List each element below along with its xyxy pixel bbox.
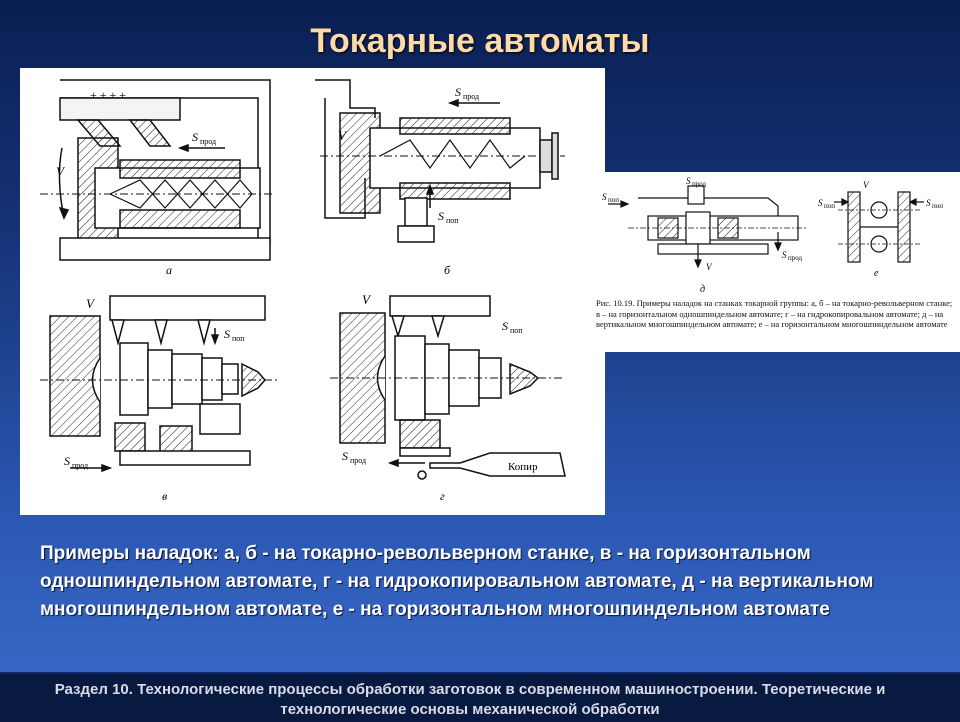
footer-bar: Раздел 10. Технологические процессы обра… <box>0 672 960 722</box>
footer-text: Раздел 10. Технологические процессы обра… <box>54 681 886 718</box>
feed-sub-a: прод <box>200 137 216 146</box>
feed-label-g: S <box>342 449 348 463</box>
speed-label-g: V <box>362 292 372 307</box>
feed-label-a: S <box>192 130 198 144</box>
side-figure: S прод S прод S поп V д V S поп S поп е <box>568 172 960 352</box>
label-v: в <box>162 489 167 503</box>
setup-drawings-de: S прод S прод S поп V д V S поп S поп е <box>602 176 943 295</box>
feed-label-v: S <box>64 454 70 468</box>
feed-label-d2: S <box>782 250 787 260</box>
speed-label-v: V <box>86 296 96 311</box>
label-a: а <box>166 263 172 277</box>
label-g: г <box>440 489 445 503</box>
label-e: е <box>874 268 879 279</box>
feed-cross-sub-g: поп <box>510 326 523 335</box>
drawing-a <box>40 79 275 261</box>
feed-sub-g: прод <box>350 456 366 465</box>
slide-description: Примеры наладок: а, б - на токарно-револ… <box>40 543 874 620</box>
feed-cross-sub-v: поп <box>232 334 245 343</box>
copier-label: Копир <box>508 461 538 473</box>
feed-cross-label-e: S <box>818 198 823 208</box>
slide-title: Токарные автоматы <box>310 22 650 60</box>
feed-cross-label-d: S <box>602 192 607 202</box>
feed-cross-label-e2: S <box>926 198 931 208</box>
drawing-g <box>330 295 566 480</box>
drawing-e <box>834 191 924 263</box>
plus-marks-a: + + + + <box>90 88 126 102</box>
drawing-b <box>315 79 565 243</box>
drawing-d <box>608 185 808 269</box>
feed-sub-d: прод <box>692 180 707 188</box>
feed-cross-label-b: S <box>438 209 444 223</box>
main-figure: V + + + + S прод а V S прод S п <box>20 68 605 515</box>
setup-drawings-abvg: V + + + + S прод а V S прод S п <box>40 79 566 503</box>
speed-label-b: V <box>338 128 348 143</box>
feed-sub-d2: прод <box>788 254 803 262</box>
feed-label-b: S <box>455 85 461 99</box>
speed-label-e: V <box>863 180 870 190</box>
feed-cross-sub-b: поп <box>446 216 459 225</box>
feed-label-d: S <box>686 176 691 186</box>
feed-cross-sub-d: поп <box>608 196 619 204</box>
label-b: б <box>444 263 451 277</box>
feed-cross-label-g: S <box>502 319 508 333</box>
feed-cross-sub-e2: поп <box>932 202 943 210</box>
speed-label-d: V <box>706 262 713 272</box>
feed-sub-b: прод <box>463 92 479 101</box>
feed-cross-sub-e: поп <box>824 202 835 210</box>
feed-sub-v: прод <box>72 461 88 470</box>
label-d: д <box>700 284 705 295</box>
figure-caption: Рис. 10.19. Примеры наладок на станках т… <box>596 298 953 329</box>
drawing-v <box>40 295 280 473</box>
feed-cross-label-v: S <box>224 327 230 341</box>
speed-label-a: V <box>56 164 66 179</box>
